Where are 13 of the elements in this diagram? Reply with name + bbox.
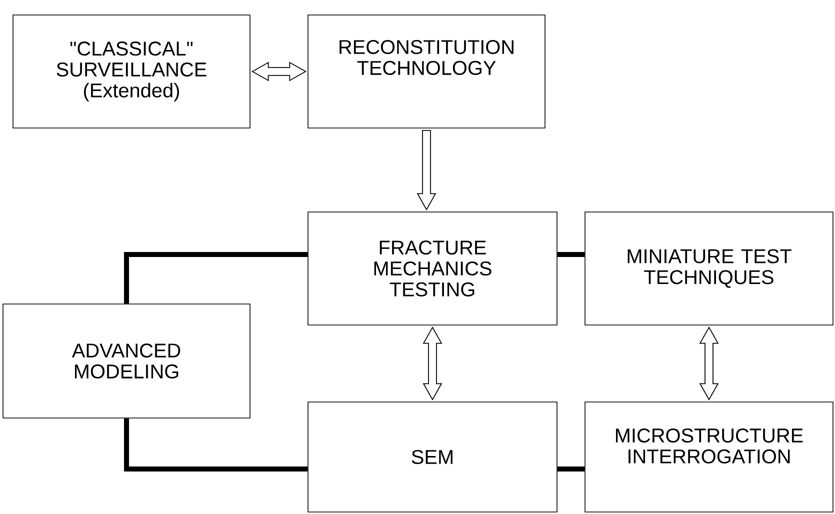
connector-line bbox=[557, 252, 585, 257]
process-box: RECONSTITUTION TECHNOLOGY bbox=[308, 14, 546, 128]
process-box: ADVANCED MODELING bbox=[2, 304, 250, 418]
process-box: "CLASSICAL" SURVEILLANCE (Extended) bbox=[12, 14, 250, 128]
double-arrow bbox=[252, 62, 307, 82]
connector-line bbox=[124, 418, 308, 472]
arrow bbox=[416, 130, 436, 210]
connector-line bbox=[124, 252, 308, 304]
process-box: MINIATURE TEST TECHNIQUES bbox=[584, 212, 834, 326]
process-box: FRACTURE MECHANICS TESTING bbox=[308, 212, 558, 326]
connector-line bbox=[557, 466, 585, 472]
process-box: SEM bbox=[308, 402, 558, 512]
process-box: MICROSTRUCTURE INTERROGATION bbox=[584, 402, 834, 512]
